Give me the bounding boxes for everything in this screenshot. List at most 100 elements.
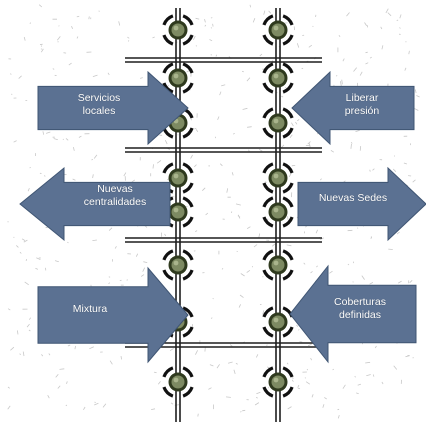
node-ring-segment (282, 34, 294, 46)
node-ring-segment (282, 62, 294, 74)
node-ring-segment (162, 249, 174, 261)
node-ring-segment (162, 62, 174, 74)
arrow-nuevas-centralidades (19, 166, 171, 242)
roundabout-node-icon (262, 249, 294, 281)
node-ring-segment (282, 249, 294, 261)
node-ring-segment (182, 196, 194, 208)
node-ring-segment (262, 216, 274, 228)
roundabout-node-icon (262, 14, 294, 46)
node-ring-segment (282, 386, 294, 398)
roundabout-node-icon (262, 107, 294, 139)
node-core (271, 205, 285, 219)
node-ring-segment (262, 127, 274, 139)
node-highlight (273, 377, 279, 383)
arrow-servicios-locales (37, 70, 189, 146)
node-ring-segment (282, 269, 294, 281)
roundabout-node-icon (262, 196, 294, 228)
node-highlight (273, 260, 279, 266)
roundabout-node-icon (162, 366, 194, 398)
node-highlight (273, 118, 279, 124)
node-ring-segment (262, 196, 274, 208)
node-ring-segment (282, 182, 294, 194)
node-core (171, 23, 185, 37)
node-ring-segment (262, 62, 274, 74)
node-highlight (273, 207, 279, 213)
node-ring-segment (182, 366, 194, 378)
node-ring-segment (282, 82, 294, 94)
node-ring-segment (282, 216, 294, 228)
node-ring-segment (262, 326, 274, 338)
node-ring-segment (182, 386, 194, 398)
node-ring-segment (262, 306, 274, 318)
node-ring-segment (262, 14, 274, 26)
roundabout-node-icon (262, 162, 294, 194)
node-ring-segment (162, 14, 174, 26)
node-ring-segment (162, 386, 174, 398)
node-ring-segment (262, 34, 274, 46)
roundabout-node-icon (262, 366, 294, 398)
arrow-group (19, 70, 426, 364)
node-ring-segment (262, 107, 274, 119)
node-core (271, 71, 285, 85)
node-ring-segment (182, 62, 194, 74)
node-ring-segment (282, 127, 294, 139)
node-ring-segment (262, 162, 274, 174)
node-ring-segment (282, 196, 294, 208)
node-ring-segment (162, 162, 174, 174)
node-ring-segment (182, 182, 194, 194)
node-ring-segment (262, 182, 274, 194)
roundabout-node-icon (262, 62, 294, 94)
node-ring-segment (162, 82, 174, 94)
node-highlight (273, 25, 279, 31)
node-ring-segment (282, 162, 294, 174)
node-ring-segment (282, 326, 294, 338)
node-ring-segment (282, 14, 294, 26)
node-core (271, 116, 285, 130)
node-ring-segment (262, 249, 274, 261)
node-ring-segment (162, 34, 174, 46)
roundabout-node-icon (162, 62, 194, 94)
node-highlight (173, 25, 179, 31)
node-core (171, 258, 185, 272)
roundabout-node-icon (162, 249, 194, 281)
node-ring-segment (182, 14, 194, 26)
node-ring-segment (262, 82, 274, 94)
node-highlight (273, 73, 279, 79)
node-ring-segment (282, 107, 294, 119)
node-core (271, 23, 285, 37)
arrow-mixtura (37, 266, 189, 364)
node-core (271, 258, 285, 272)
node-ring-segment (182, 127, 194, 139)
arrow-nuevas-sedes (297, 166, 426, 242)
node-ring-segment (182, 82, 194, 94)
node-core (171, 71, 185, 85)
node-group (162, 14, 294, 398)
roundabout-node-icon (162, 162, 194, 194)
node-highlight (273, 317, 279, 323)
node-core (271, 375, 285, 389)
node-core (171, 375, 185, 389)
node-ring-segment (262, 386, 274, 398)
node-highlight (173, 377, 179, 383)
node-core (171, 205, 185, 219)
node-ring-segment (162, 366, 174, 378)
node-core (171, 171, 185, 185)
node-ring-segment (262, 366, 274, 378)
node-ring-segment (262, 269, 274, 281)
node-ring-segment (182, 162, 194, 174)
node-highlight (173, 207, 179, 213)
node-core (271, 171, 285, 185)
node-ring-segment (182, 306, 194, 318)
node-highlight (273, 173, 279, 179)
node-core (271, 315, 285, 329)
node-ring-segment (282, 366, 294, 378)
roundabout-node-icon (162, 14, 194, 46)
node-highlight (173, 260, 179, 266)
node-ring-segment (182, 249, 194, 261)
arrow-coberturas-definidas (289, 264, 417, 364)
node-ring-segment (182, 34, 194, 46)
node-ring-segment (182, 326, 194, 338)
node-highlight (173, 173, 179, 179)
node-highlight (173, 73, 179, 79)
